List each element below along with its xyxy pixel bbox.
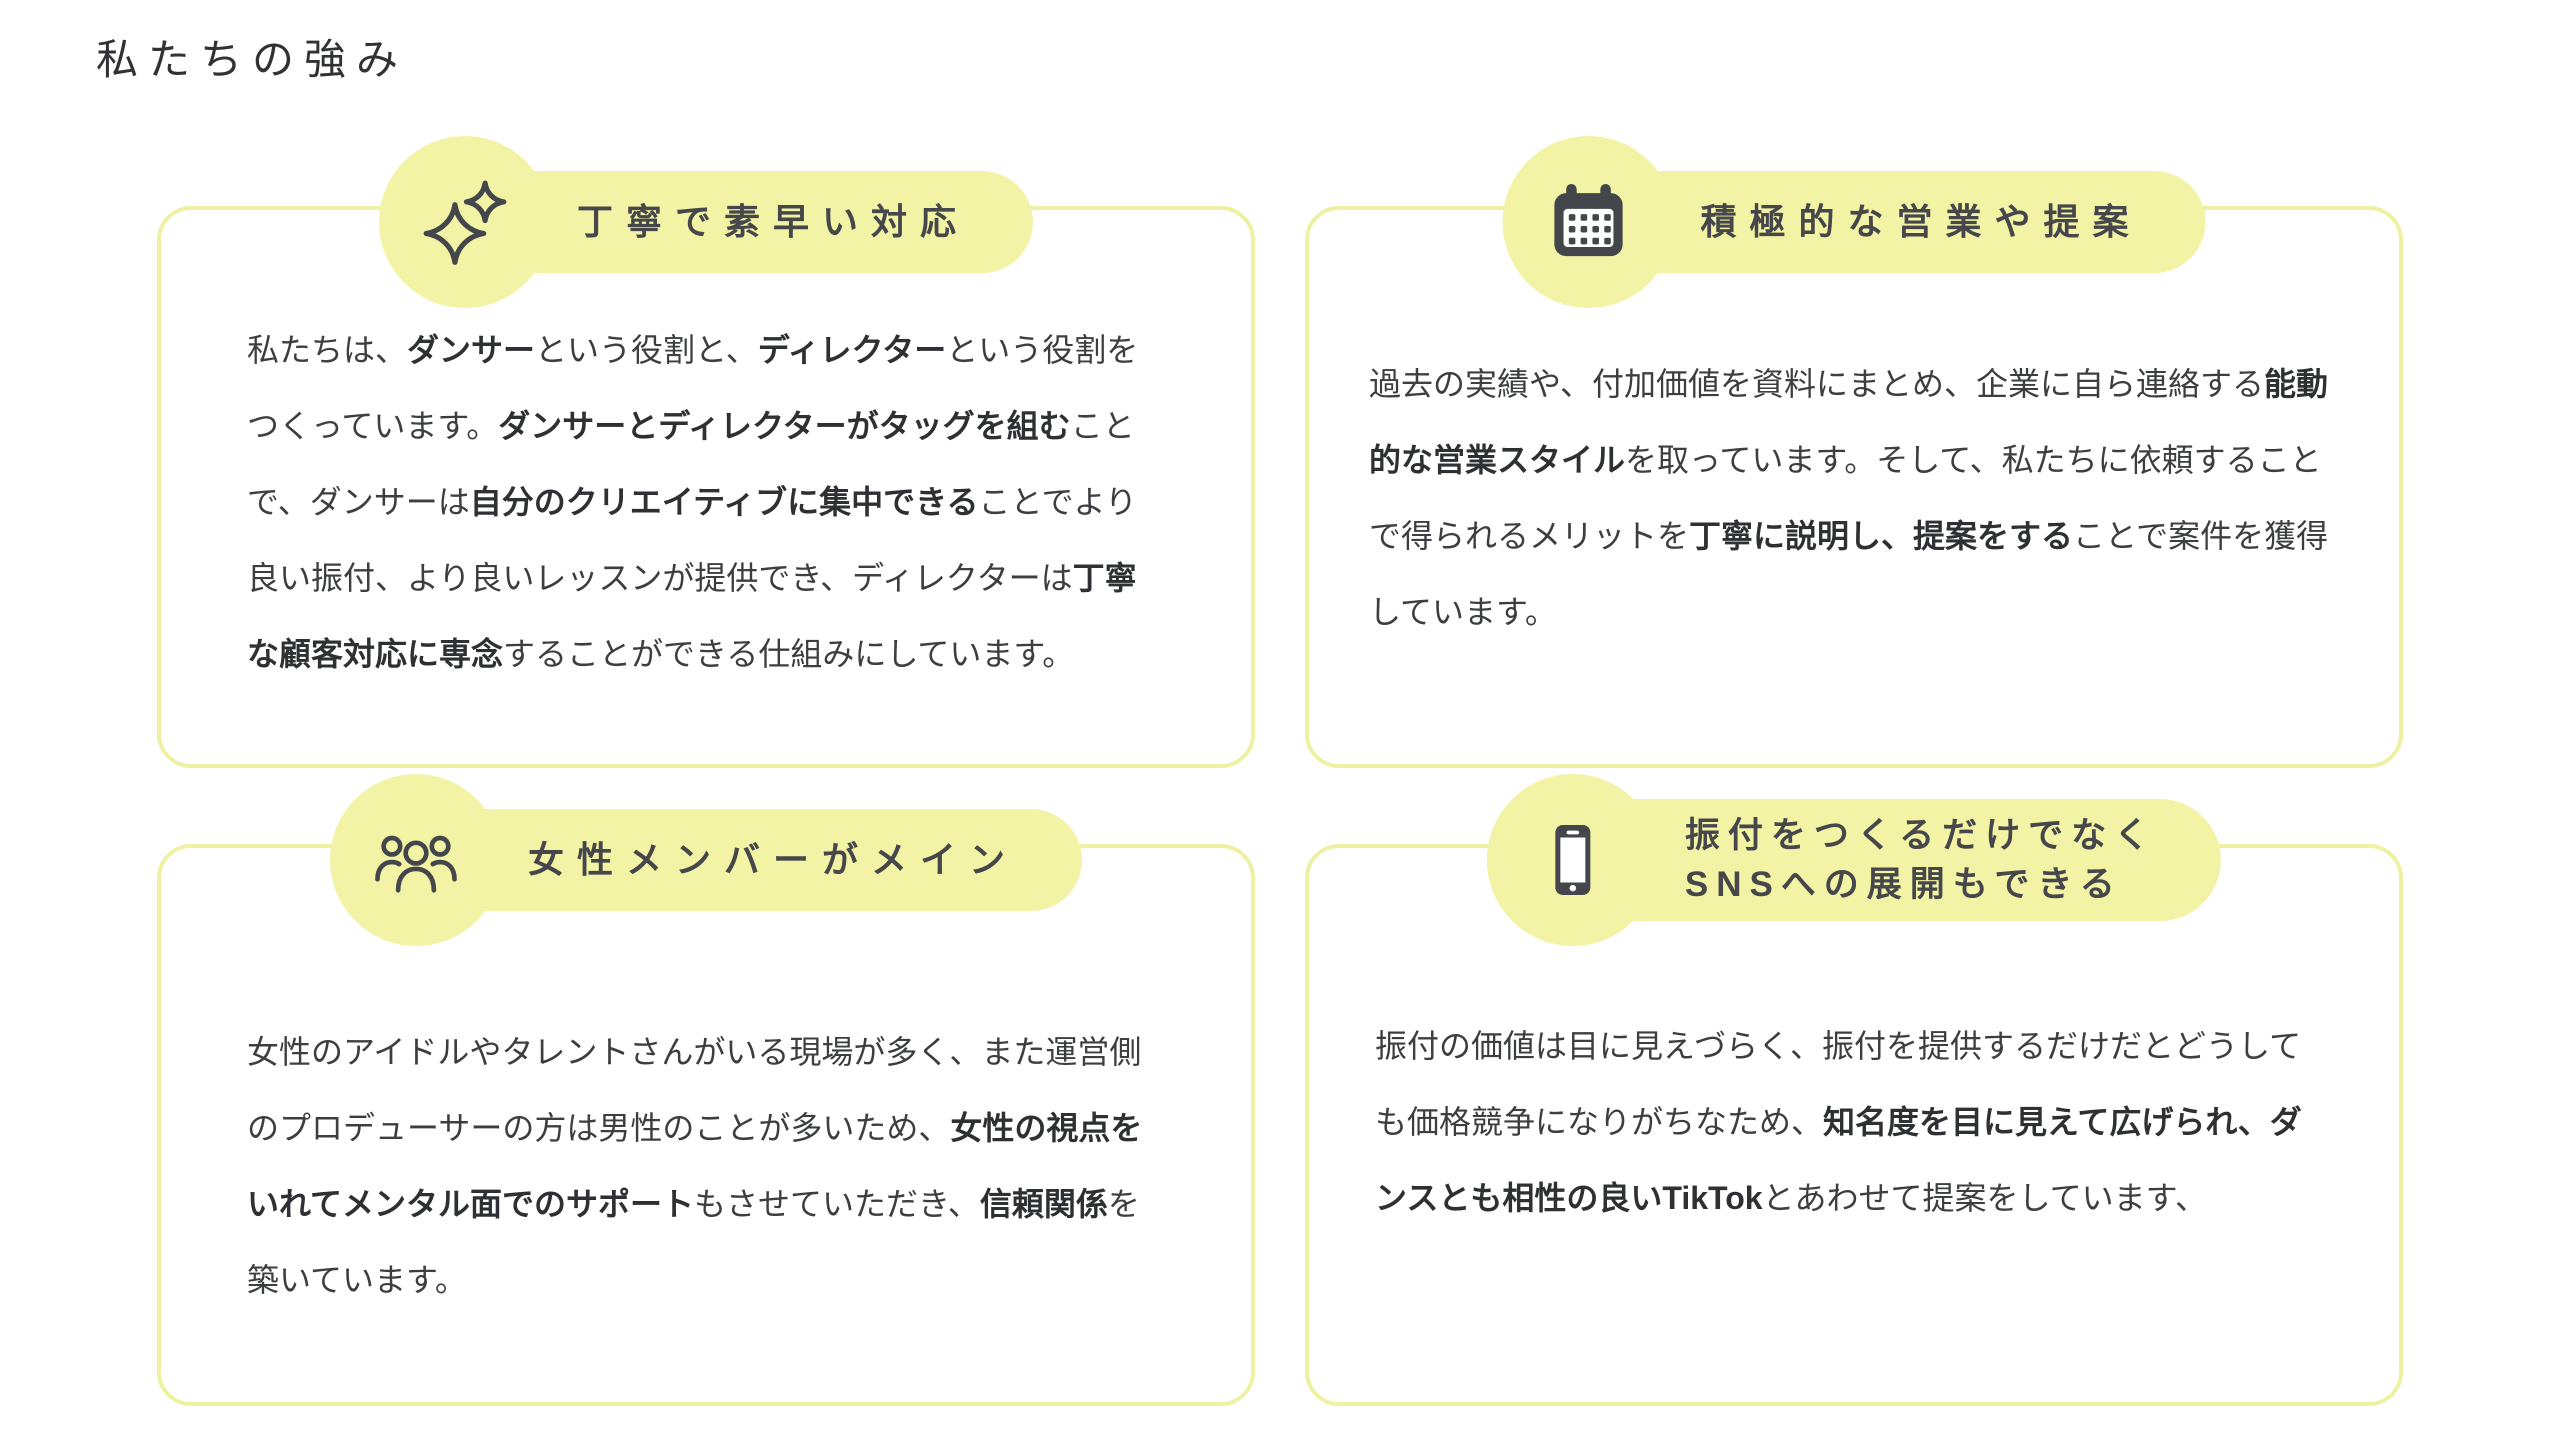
icon-badge xyxy=(1486,774,1659,946)
icon-badge xyxy=(1502,136,1675,308)
card-title: 積極的な営業や提案 xyxy=(1700,200,2142,242)
card-body: 女性のアイドルやタレントさんがいる現場が多く、また運営側のプロデューサーの方は男… xyxy=(247,1034,1143,1298)
card-header: 女性メンバーがメイン xyxy=(329,774,1083,946)
card-female-members: 女性メンバーがメイン 女性のアイドルやタレントさんがいる現場が多く、また運営側の… xyxy=(157,774,1255,1406)
card-title-pill: 丁寧で素早い対応 xyxy=(464,171,1034,273)
card-body: 振付の価値は目に見えづらく、振付を提供するだけだとどうしても価格競争になりがちな… xyxy=(1375,1028,2302,1216)
sparkles-icon xyxy=(423,180,507,265)
card-title: 振付をつくるだけでなく SNSへの展開もできる xyxy=(1684,816,2158,904)
card-title-pill: 女性メンバーがメイン xyxy=(415,809,1083,911)
card-body: 私たちは、ダンサーという役割と、ディレクターという役割をつくっています。ダンサー… xyxy=(247,332,1139,672)
card-header: 振付をつくるだけでなく SNSへの展開もできる xyxy=(1486,774,2222,946)
card-title: 女性メンバーがメイン xyxy=(527,838,1019,880)
people-icon xyxy=(375,835,457,893)
card-header: 丁寧で素早い対応 xyxy=(378,136,1034,308)
card-title-pill: 積極的な営業や提案 xyxy=(1588,171,2206,273)
page-title: 私たちの強み xyxy=(96,36,409,83)
card-sns-expansion: 振付をつくるだけでなく SNSへの展開もできる 振付の価値は目に見えづらく、振付… xyxy=(1305,774,2403,1406)
smartphone-icon xyxy=(1555,825,1591,895)
card-title: 丁寧で素早い対応 xyxy=(576,200,970,242)
strengths-cards-grid: 丁寧で素早い対応 私たちは、ダンサーという役割と、ディレクターという役割をつくっ… xyxy=(157,136,2403,1406)
card-header: 積極的な営業や提案 xyxy=(1502,136,2206,308)
calendar-icon xyxy=(1554,183,1623,257)
icon-badge xyxy=(378,136,551,308)
icon-badge xyxy=(329,774,502,946)
card-proactive-sales: 積極的な営業や提案 過去の実績や、付加価値を資料にまとめ、企業に自ら連絡する能動… xyxy=(1305,136,2403,768)
card-quick-response: 丁寧で素早い対応 私たちは、ダンサーという役割と、ディレクターという役割をつくっ… xyxy=(157,136,1255,768)
card-body: 過去の実績や、付加価値を資料にまとめ、企業に自ら連絡する能動的な営業スタイルを取… xyxy=(1369,366,2329,630)
card-title-pill: 振付をつくるだけでなく SNSへの展開もできる xyxy=(1572,799,2222,921)
